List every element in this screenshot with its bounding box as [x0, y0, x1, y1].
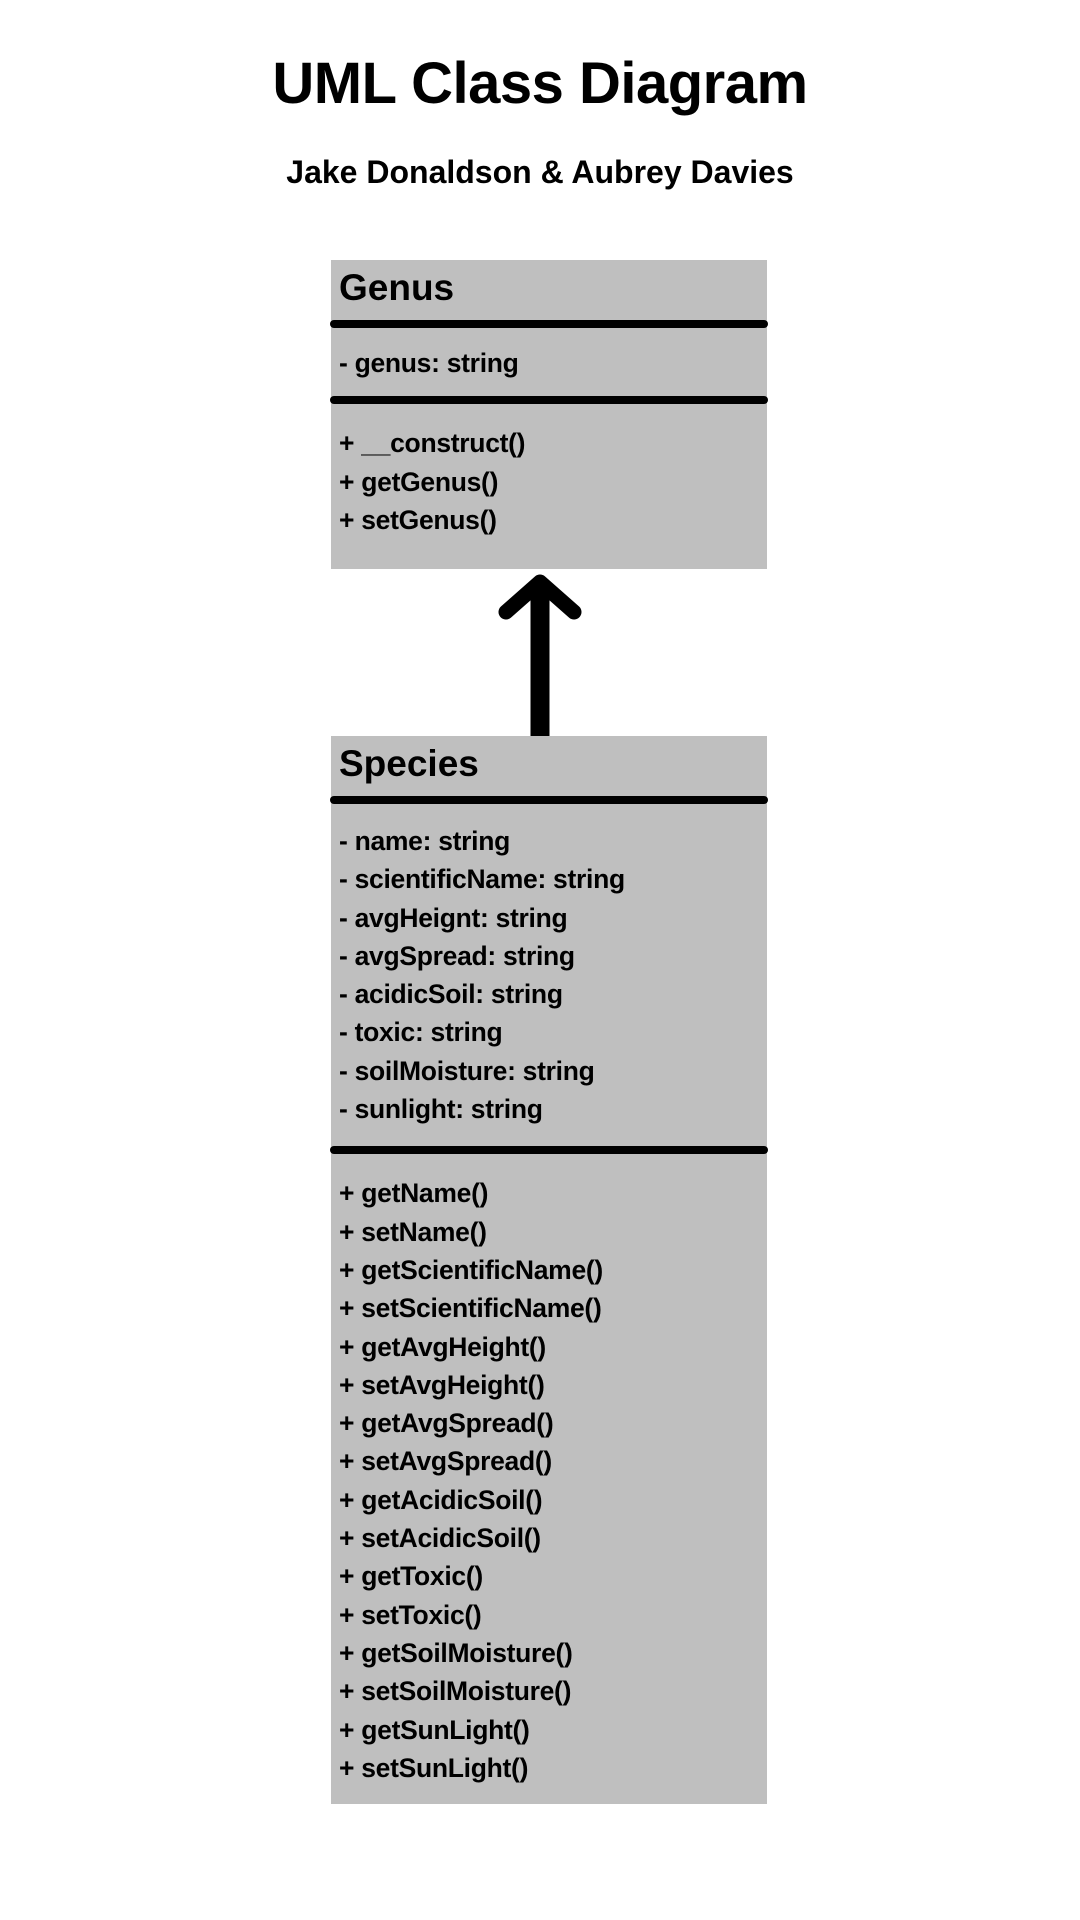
species-method: + getAcidicSoil() [339, 1484, 543, 1515]
species-method-list: + getName() + setName() + getScientificN… [331, 1154, 767, 1787]
species-method: + setToxic() [339, 1599, 482, 1630]
genus-attribute: - genus: string [339, 348, 519, 378]
species-class-box: Species - name: string - scientificName:… [330, 736, 768, 1804]
genus-method-list: + __construct() + getGenus() + setGenus(… [331, 404, 767, 539]
inheritance-arrow-icon [498, 574, 582, 742]
species-attribute: - name: string [339, 826, 511, 856]
species-method: + setSunLight() [339, 1752, 529, 1783]
genus-class-box: Genus - genus: string + __construct() + … [330, 260, 768, 569]
species-method: + setSoilMoisture() [339, 1676, 572, 1707]
species-method: + getAvgHeight() [339, 1331, 546, 1362]
species-attribute: - acidicSoil: string [339, 979, 563, 1010]
species-method: + getSoilMoisture() [339, 1637, 573, 1668]
species-attribute: - sunlight: string [339, 1094, 543, 1125]
genus-attribute-list: - genus: string [331, 328, 767, 396]
species-method: + getAvgSpread() [339, 1408, 554, 1439]
genus-method: + setGenus() [339, 504, 497, 535]
genus-method: + getGenus() [339, 466, 499, 497]
species-method: + setAvgSpread() [339, 1446, 552, 1477]
species-attribute: - avgSpread: string [339, 940, 575, 971]
genus-attribute-divider [330, 396, 768, 405]
genus-method: + __construct() [339, 428, 526, 459]
genus-class-name: Genus [339, 267, 455, 308]
species-attribute: - scientificName: string [339, 864, 625, 895]
species-method: + getToxic() [339, 1561, 483, 1592]
species-attribute: - toxic: string [339, 1017, 503, 1048]
species-method: + setName() [339, 1216, 487, 1247]
species-method: + setAvgHeight() [339, 1369, 545, 1400]
species-method: + getScientificName() [339, 1254, 603, 1285]
species-attribute-list: - name: string - scientificName: string … [331, 804, 767, 1146]
species-method: + setScientificName() [339, 1293, 602, 1324]
species-attribute: - avgHeignt: string [339, 902, 568, 933]
species-method: + setAcidicSoil() [339, 1523, 541, 1554]
species-attribute-divider [330, 1146, 768, 1155]
genus-name-divider [330, 320, 768, 328]
species-method: + getSunLight() [339, 1714, 530, 1745]
species-attribute: - soilMoisture: string [339, 1055, 595, 1086]
inheritance-arrow-head [498, 574, 582, 620]
species-class-name: Species [339, 743, 479, 784]
authors-subtitle: Jake Donaldson & Aubrey Davies [286, 154, 794, 190]
species-name-divider [330, 796, 768, 804]
page-title: UML Class Diagram [272, 51, 808, 116]
species-method: + getName() [339, 1178, 489, 1209]
